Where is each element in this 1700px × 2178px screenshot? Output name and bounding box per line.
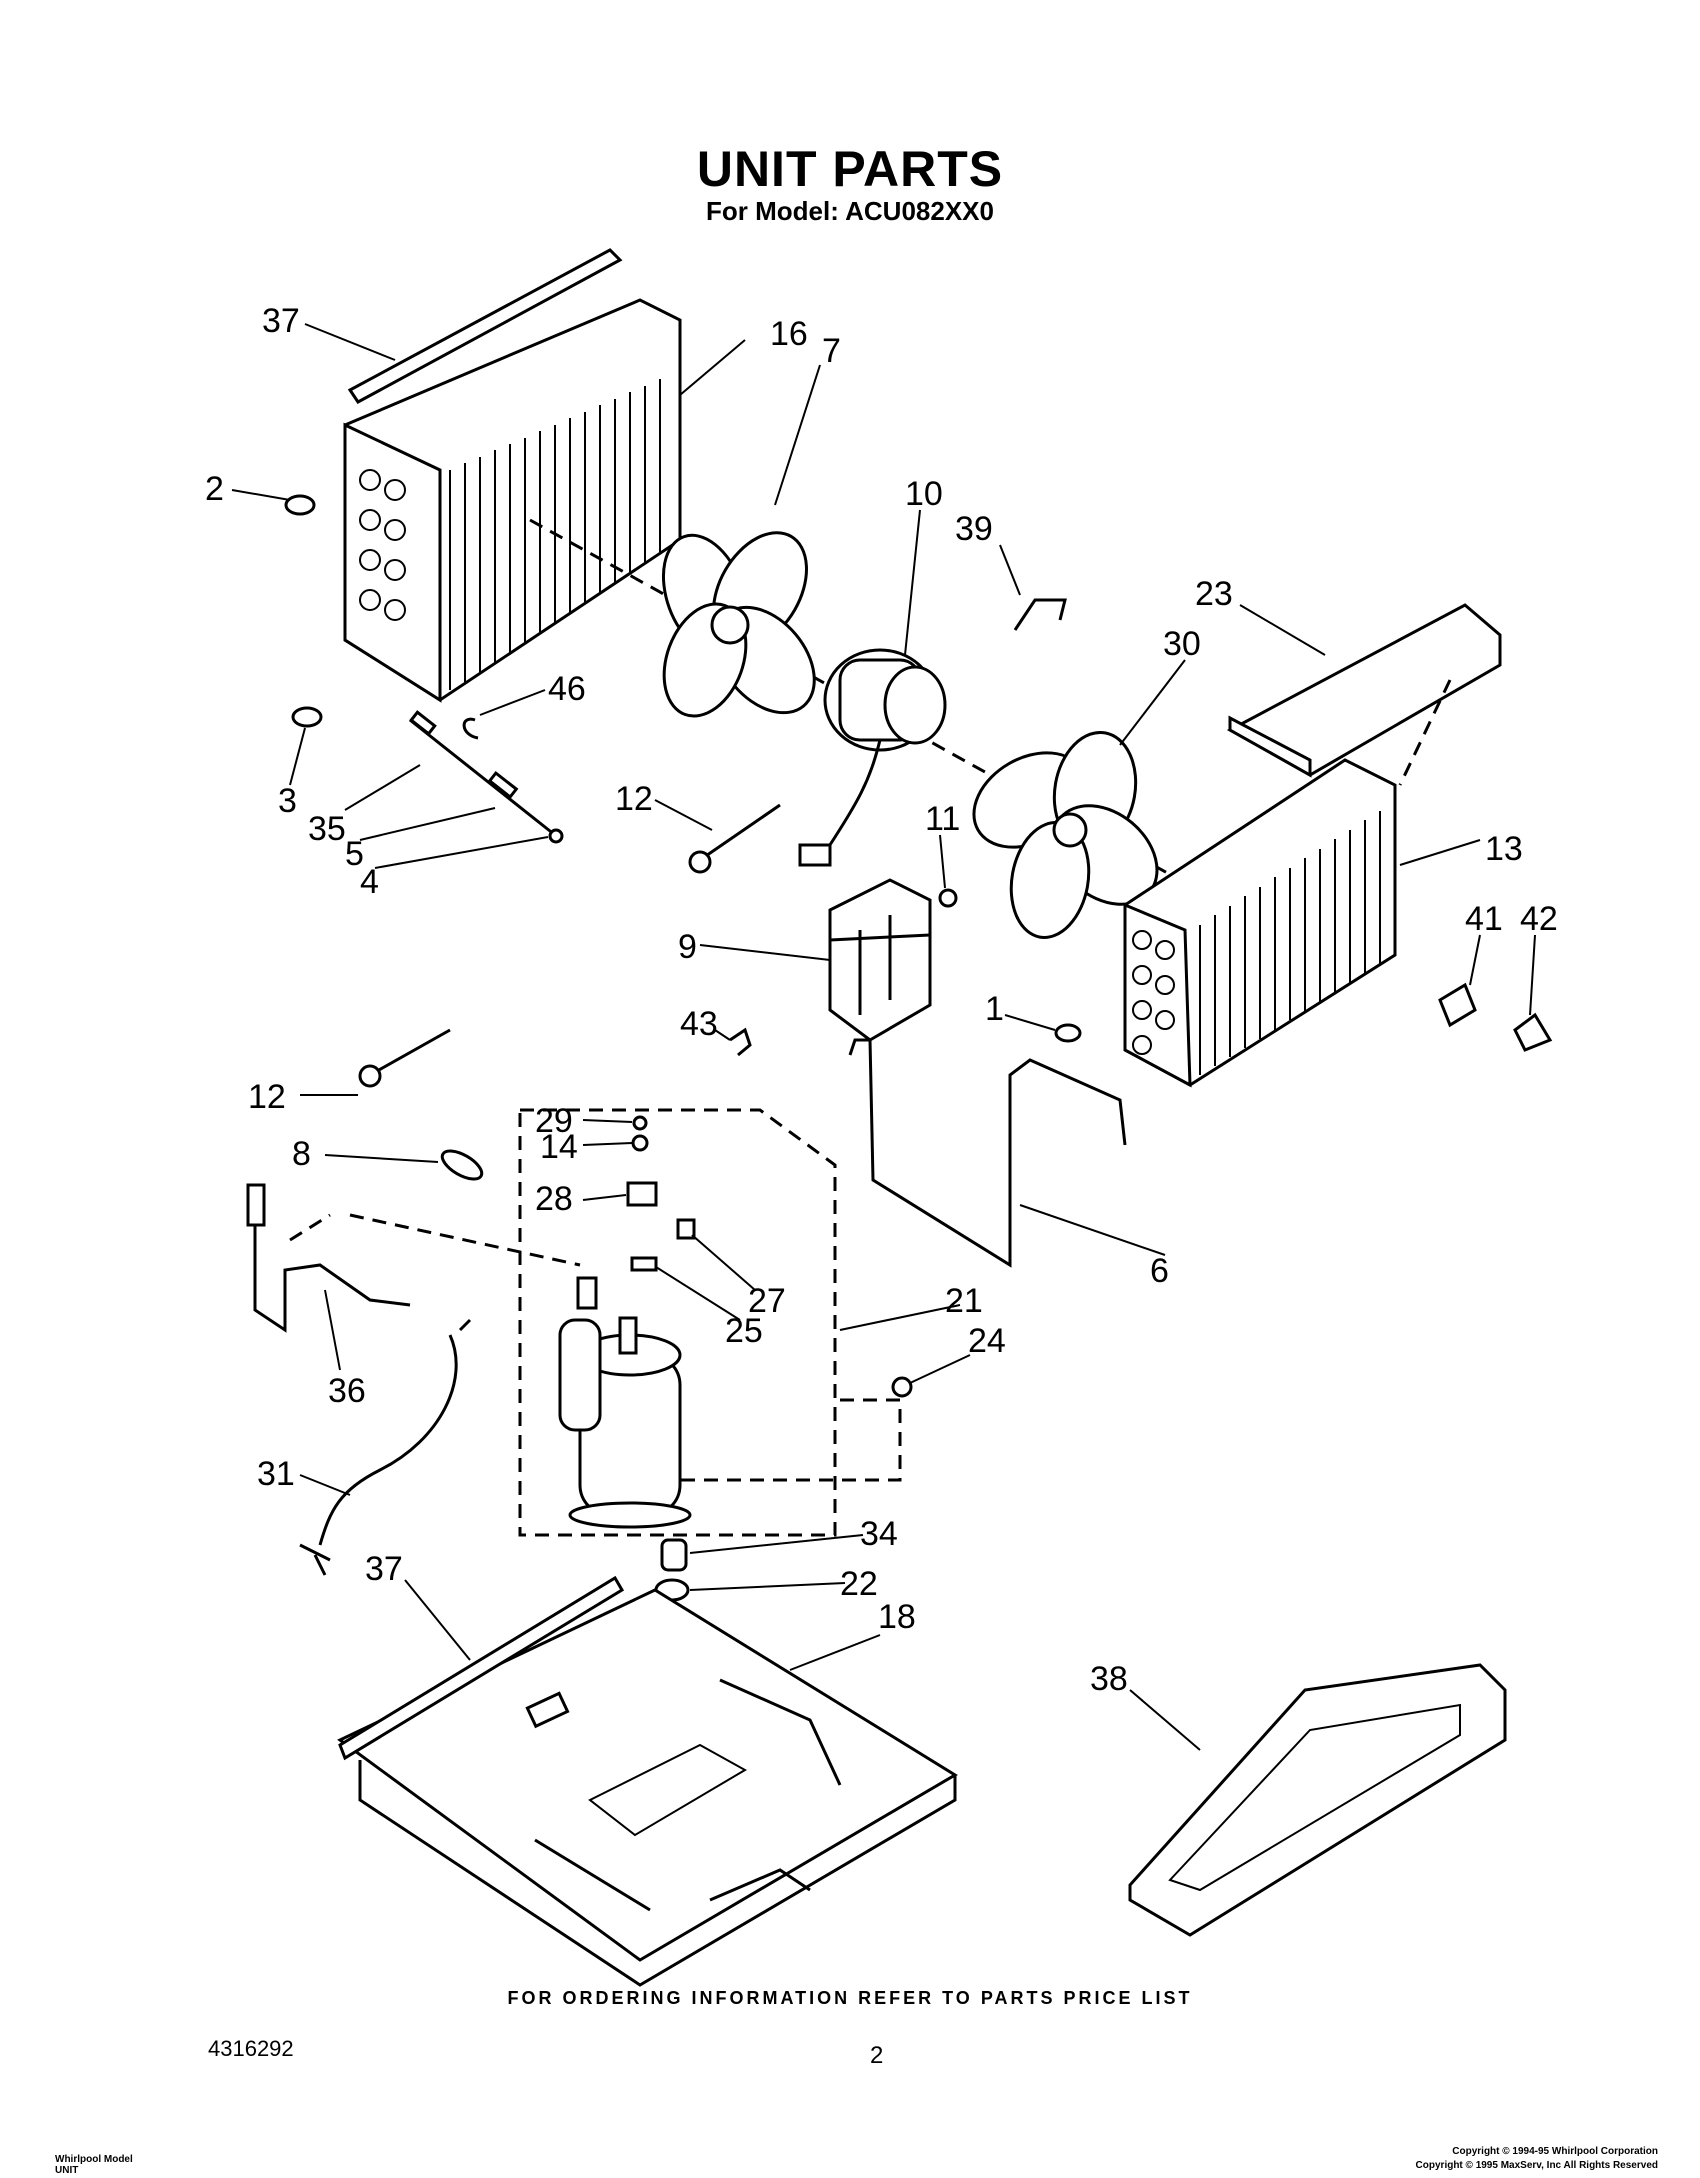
- evaporator-cover: [1226, 603, 1502, 778]
- nut-24: [891, 1376, 913, 1398]
- insulation-panel-38: [1128, 1663, 1507, 1937]
- callout-12-upper: 12: [615, 780, 653, 818]
- base-pan: [337, 1588, 958, 1987]
- screw-11: [938, 888, 958, 908]
- callout-11: 11: [925, 800, 960, 838]
- copyright-maxserv: Copyright © 1995 MaxServ, Inc All Rights…: [1415, 2160, 1658, 2171]
- overload-dashed-line: [680, 1398, 902, 1482]
- callout-21: 21: [945, 1282, 983, 1320]
- fan-motor: [798, 648, 947, 867]
- callout-labels: 37 16 7 2 10 39 23 30 46 3 35 5 4 12 11 …: [205, 302, 1558, 1698]
- callout-30: 30: [1163, 625, 1201, 663]
- callout-35: 35: [308, 810, 346, 848]
- clip-43: [729, 1027, 752, 1057]
- model-footnote: Whirlpool Model UNIT: [55, 2154, 133, 2176]
- callout-14: 14: [540, 1128, 578, 1166]
- callout-18: 18: [878, 1598, 916, 1636]
- cover-alignment-line: [1398, 679, 1452, 786]
- clip-1: [1054, 1023, 1082, 1043]
- callout-34: 34: [860, 1515, 898, 1553]
- callout-9: 9: [678, 928, 697, 966]
- callout-10: 10: [905, 475, 943, 513]
- callout-2: 2: [205, 470, 224, 508]
- evaporator-fan-blade: [972, 730, 1159, 939]
- callout-46: 46: [548, 670, 586, 708]
- callout-4: 4: [360, 863, 379, 901]
- callout-12-lower: 12: [248, 1078, 286, 1116]
- callout-23: 23: [1195, 575, 1233, 613]
- copyright-whirlpool: Copyright © 1994-95 Whirlpool Corporatio…: [1452, 2146, 1658, 2157]
- page-number: 2: [870, 2042, 884, 2069]
- callout-31: 31: [257, 1455, 295, 1493]
- bolt-12-upper: [688, 803, 781, 874]
- compressor-assembly-outline: [518, 1108, 837, 1537]
- callout-8: 8: [292, 1135, 311, 1173]
- callout-41: 41: [1465, 900, 1503, 938]
- insulation-strip-top: [347, 248, 623, 404]
- callout-3: 3: [278, 782, 297, 820]
- clip-42: [1513, 1012, 1553, 1052]
- callout-27: 27: [748, 1282, 786, 1320]
- bracket-41: [1438, 982, 1477, 1028]
- callout-7: 7: [822, 332, 841, 370]
- model-footnote-line-2: UNIT: [55, 2165, 79, 2176]
- motor-bracket-clip: [1013, 598, 1067, 631]
- bolt-12-lower: [358, 1028, 451, 1088]
- callout-29: 29: [535, 1102, 573, 1140]
- grommet-34: [660, 1538, 688, 1572]
- discharge-tube: [848, 1038, 1127, 1268]
- compressor: [558, 1276, 692, 1529]
- callout-1: 1: [985, 990, 1004, 1028]
- callout-36: 36: [328, 1372, 366, 1410]
- callout-39: 39: [955, 510, 993, 548]
- leader-lines: [231, 323, 1536, 1751]
- ordering-note: FOR ORDERING INFORMATION REFER TO PARTS …: [507, 1988, 1193, 2008]
- callout-24: 24: [968, 1322, 1006, 1360]
- spring-8: [440, 1149, 484, 1181]
- callout-5: 5: [345, 835, 364, 873]
- callout-25: 25: [725, 1312, 763, 1350]
- compressor-terminal-parts: [626, 1115, 696, 1272]
- callout-42: 42: [1520, 900, 1558, 938]
- callout-22: 22: [840, 1565, 878, 1603]
- callout-6: 6: [1150, 1252, 1169, 1290]
- grommet-2: [284, 494, 316, 516]
- callout-38: 38: [1090, 1660, 1128, 1698]
- callout-16: 16: [770, 315, 808, 353]
- insulation-strip-lower: [338, 1575, 625, 1761]
- model-subtitle: For Model: ACU082XX0: [706, 196, 994, 226]
- model-footnote-line-1: Whirlpool Model: [55, 2154, 133, 2165]
- callout-37-top: 37: [262, 302, 300, 340]
- capillary-tube-assembly: [409, 710, 564, 844]
- condenser-fan-blade: [661, 531, 816, 718]
- document-number: 4316292: [208, 2036, 294, 2061]
- callout-37-lower: 37: [365, 1550, 403, 1588]
- grommet-3: [291, 706, 323, 728]
- power-cord-31: [299, 1318, 472, 1576]
- page-title: UNIT PARTS: [696, 141, 1004, 197]
- callout-13: 13: [1485, 830, 1523, 868]
- compressor-bracket: [828, 878, 932, 1042]
- evaporator-coil: [1123, 758, 1397, 1088]
- condenser-coil: [343, 298, 682, 703]
- wiring-harness-36: [246, 1183, 581, 1333]
- clip-46: [462, 717, 479, 740]
- callout-43: 43: [680, 1005, 718, 1043]
- callout-28: 28: [535, 1180, 573, 1218]
